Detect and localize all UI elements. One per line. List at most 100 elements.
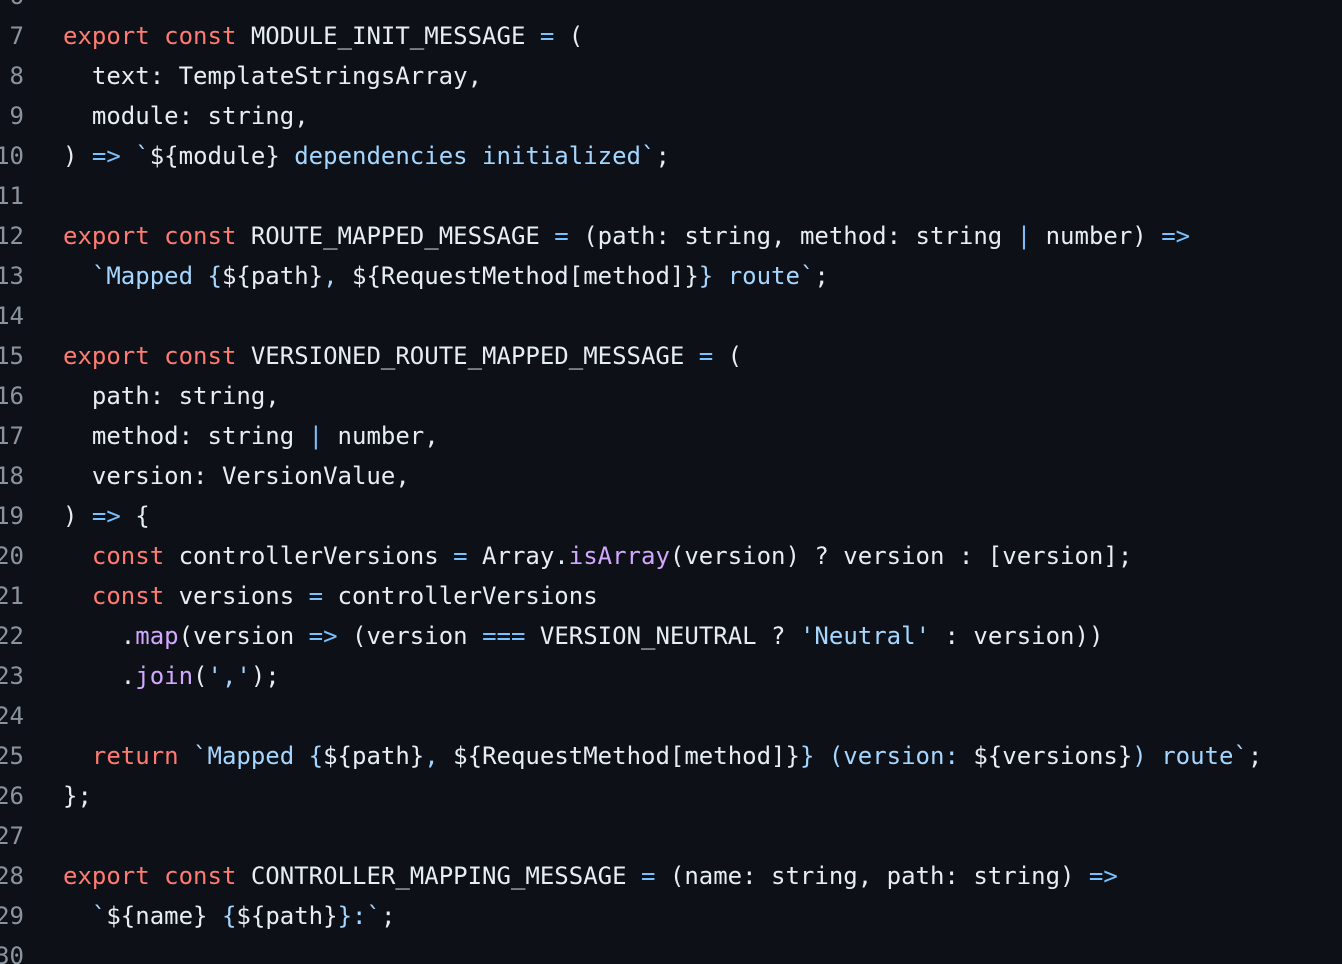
- code-token: {: [207, 902, 237, 930]
- code-token: const: [164, 342, 237, 370]
- code-token: number,: [323, 422, 439, 450]
- code-token: path: string,: [63, 382, 280, 410]
- code-line[interactable]: 16 path: string,: [0, 376, 1342, 416]
- code-token: export: [63, 22, 150, 50]
- code-token: (: [554, 22, 584, 50]
- code-token: Array.: [467, 542, 569, 570]
- code-line[interactable]: 18 version: VersionValue,: [0, 456, 1342, 496]
- line-number: 19: [0, 502, 24, 530]
- code-line[interactable]: 8 text: TemplateStringsArray,: [0, 56, 1342, 96]
- code-token: .: [63, 622, 136, 650]
- code-token: `: [120, 142, 150, 170]
- code-token: `: [63, 902, 107, 930]
- code-line[interactable]: 27: [0, 816, 1342, 856]
- code-text[interactable]: const controllerVersions = Array.isArray…: [63, 536, 1132, 576]
- code-token: export: [63, 342, 150, 370]
- code-text[interactable]: method: string | number,: [63, 416, 439, 456]
- code-line[interactable]: 20 const controllerVersions = Array.isAr…: [0, 536, 1342, 576]
- code-token: number): [1031, 222, 1162, 250]
- code-text[interactable]: `Mapped {${path}, ${RequestMethod[method…: [63, 256, 829, 296]
- code-token: [150, 862, 164, 890]
- code-token: =: [554, 222, 569, 250]
- code-text[interactable]: ) => `${module} dependencies initialized…: [63, 136, 670, 176]
- code-token: method: string: [63, 422, 309, 450]
- code-token: (version: [178, 622, 309, 650]
- code-text[interactable]: .map(version => (version === VERSION_NEU…: [63, 616, 1104, 656]
- code-text[interactable]: const versions = controllerVersions: [63, 576, 598, 616]
- code-token: version: VersionValue,: [63, 462, 410, 490]
- line-number: 21: [0, 582, 24, 610]
- code-token: const: [164, 862, 237, 890]
- line-number: 15: [0, 342, 24, 370]
- code-line[interactable]: 29 `${name} {${path}}:`;: [0, 896, 1342, 936]
- code-token: module: string,: [63, 102, 309, 130]
- code-line[interactable]: 19 ) => {: [0, 496, 1342, 536]
- code-line[interactable]: 9 module: string,: [0, 96, 1342, 136]
- code-token: ${RequestMethod[method]}: [453, 742, 800, 770]
- line-number: 18: [0, 462, 24, 490]
- code-text[interactable]: path: string,: [63, 376, 280, 416]
- line-number: 13: [0, 262, 24, 290]
- code-text[interactable]: return `Mapped {${path}, ${RequestMethod…: [63, 736, 1262, 776]
- code-text[interactable]: `${name} {${path}}:`;: [63, 896, 396, 936]
- code-token: MODULE_INIT_MESSAGE: [236, 22, 540, 50]
- code-token: : version)): [930, 622, 1104, 650]
- code-line[interactable]: 28 export const CONTROLLER_MAPPING_MESSAG…: [0, 856, 1342, 896]
- code-line[interactable]: 22 .map(version => (version === VERSION_…: [0, 616, 1342, 656]
- code-text[interactable]: export const ROUTE_MAPPED_MESSAGE = (pat…: [63, 216, 1190, 256]
- code-token: =: [453, 542, 468, 570]
- code-line[interactable]: 6: [0, 0, 1342, 16]
- code-token: VERSION_NEUTRAL ?: [525, 622, 800, 650]
- code-text[interactable]: .join(',');: [63, 656, 280, 696]
- line-number: 6: [0, 0, 24, 16]
- code-token: (version) ? version : [version];: [669, 542, 1133, 570]
- code-text[interactable]: ) => {: [63, 496, 150, 536]
- line-number: 20: [0, 542, 24, 570]
- line-number: 11: [0, 182, 24, 210]
- code-token: const: [164, 22, 237, 50]
- code-token: } route`: [698, 262, 815, 290]
- line-number: 17: [0, 422, 24, 450]
- code-text[interactable]: version: VersionValue,: [63, 456, 410, 496]
- code-text[interactable]: export const CONTROLLER_MAPPING_MESSAGE …: [63, 856, 1118, 896]
- code-token: (: [713, 342, 743, 370]
- code-token: ${RequestMethod[method]}: [352, 262, 699, 290]
- code-line[interactable]: 25 return `Mapped {${path}, ${RequestMet…: [0, 736, 1342, 776]
- code-token: (: [193, 662, 208, 690]
- code-line[interactable]: 17 method: string | number,: [0, 416, 1342, 456]
- code-token: (path: string, method: string: [568, 222, 1017, 250]
- code-line[interactable]: 30: [0, 936, 1342, 964]
- code-token: return: [91, 742, 179, 770]
- code-token: ${path}: [236, 902, 338, 930]
- code-token: {: [120, 502, 150, 530]
- code-line[interactable]: 15 export const VERSIONED_ROUTE_MAPPED_ME…: [0, 336, 1342, 376]
- code-line[interactable]: 26};: [0, 776, 1342, 816]
- line-number: 28: [0, 862, 24, 890]
- code-token: ;: [1247, 742, 1263, 770]
- code-line[interactable]: 23 .join(',');: [0, 656, 1342, 696]
- code-token: const: [164, 222, 237, 250]
- code-line[interactable]: 13 `Mapped {${path}, ${RequestMethod[met…: [0, 256, 1342, 296]
- code-line[interactable]: 11: [0, 176, 1342, 216]
- code-text[interactable]: };: [63, 776, 92, 816]
- code-token: =>: [1161, 222, 1191, 250]
- code-text[interactable]: text: TemplateStringsArray,: [63, 56, 482, 96]
- code-token: =>: [308, 622, 338, 650]
- code-line[interactable]: 24: [0, 696, 1342, 736]
- code-text[interactable]: module: string,: [63, 96, 309, 136]
- code-token: =: [308, 582, 324, 610]
- code-text[interactable]: export const MODULE_INIT_MESSAGE = (: [63, 16, 583, 56]
- code-token: `Mapped {: [178, 742, 324, 770]
- code-token: controllerVersions: [323, 582, 598, 610]
- code-text[interactable]: export const VERSIONED_ROUTE_MAPPED_MESS…: [63, 336, 742, 376]
- code-line[interactable]: 21 const versions = controllerVersions: [0, 576, 1342, 616]
- code-token: `Mapped {: [63, 262, 222, 290]
- code-token: };: [63, 782, 92, 810]
- code-token: isArray: [568, 542, 670, 570]
- code-line[interactable]: 14: [0, 296, 1342, 336]
- code-line[interactable]: 10) => `${module} dependencies initializ…: [0, 136, 1342, 176]
- code-token: =>: [1088, 862, 1118, 890]
